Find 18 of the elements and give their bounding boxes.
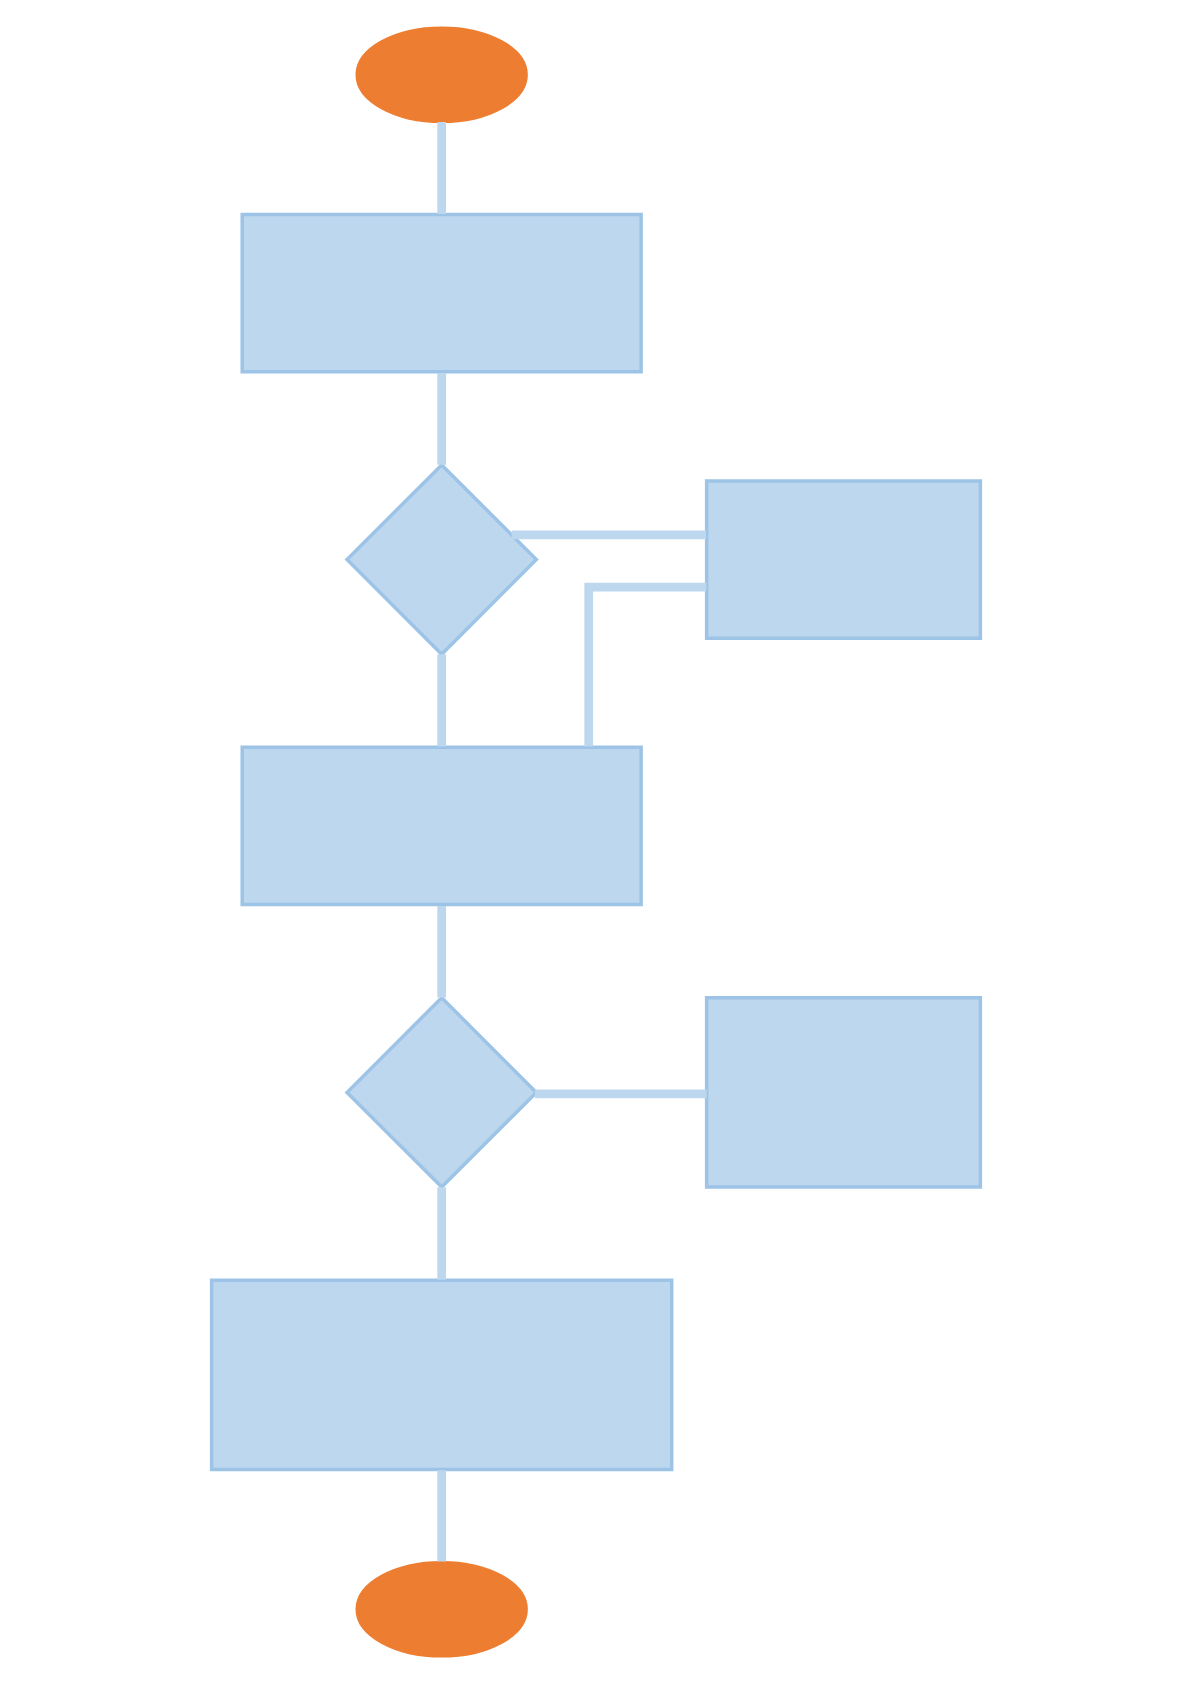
connector bbox=[584, 582, 707, 747]
node-box bbox=[240, 745, 643, 907]
connector bbox=[534, 1089, 707, 1099]
node-box bbox=[704, 996, 983, 1189]
node-ellipse bbox=[355, 1560, 528, 1658]
connector bbox=[437, 373, 447, 465]
node-diamond bbox=[344, 995, 539, 1190]
connector bbox=[437, 654, 447, 747]
node-box bbox=[209, 1278, 674, 1472]
node-box bbox=[240, 212, 643, 374]
connector bbox=[437, 1470, 447, 1562]
node-ellipse bbox=[355, 26, 528, 124]
connector bbox=[511, 530, 707, 540]
connector bbox=[437, 905, 447, 998]
node-box bbox=[704, 479, 983, 640]
node-diamond bbox=[344, 462, 539, 657]
connector bbox=[437, 122, 447, 215]
connector bbox=[437, 1187, 447, 1280]
